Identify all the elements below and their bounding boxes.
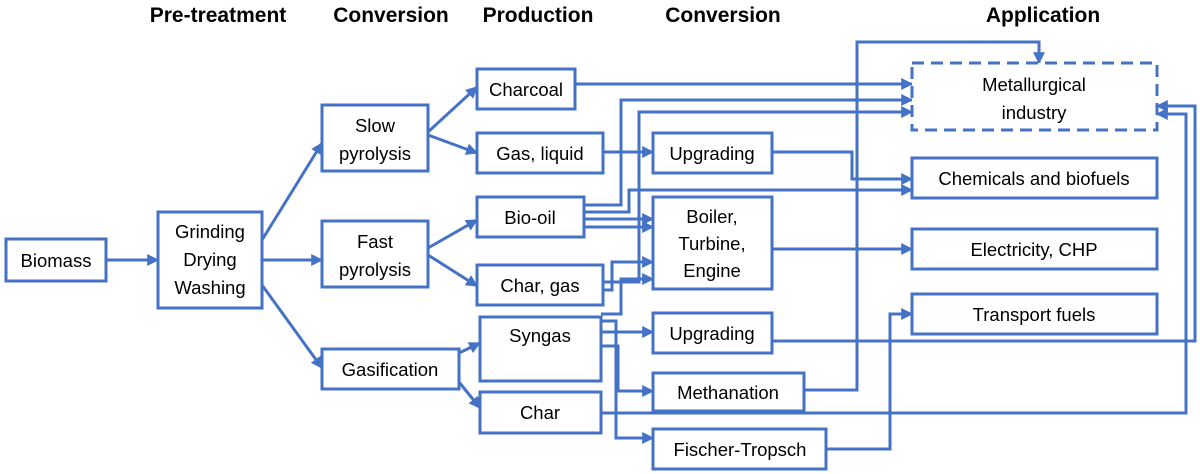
svg-text:Charcoal: Charcoal: [489, 79, 563, 100]
svg-text:Boiler,: Boiler,: [686, 206, 737, 227]
svg-text:industry: industry: [1002, 102, 1068, 123]
header-conversion-2: Conversion: [665, 4, 781, 27]
node-upgrading-2: Upgrading: [651, 311, 774, 355]
svg-text:Washing: Washing: [174, 277, 245, 298]
node-charcoal: Charcoal: [475, 67, 577, 111]
svg-text:Fast: Fast: [357, 231, 393, 252]
svg-text:Char: Char: [520, 402, 560, 423]
node-gasification: Gasification: [320, 347, 461, 391]
connector-lines: [106, 40, 1197, 451]
svg-text:Upgrading: Upgrading: [669, 323, 754, 344]
node-char-gas: Char, gas: [475, 263, 605, 307]
svg-text:Syngas: Syngas: [509, 325, 571, 346]
node-slow-pyrolysis: Slow pyrolysis: [320, 103, 430, 173]
node-syngas: Syngas: [478, 315, 603, 383]
node-pretreatment: Grinding Drying Washing: [156, 210, 264, 310]
svg-text:Electricity, CHP: Electricity, CHP: [970, 239, 1097, 260]
node-bio-oil: Bio-oil: [475, 195, 586, 239]
svg-text:Chemicals and biofuels: Chemicals and biofuels: [938, 168, 1129, 189]
svg-text:Grinding: Grinding: [175, 221, 245, 242]
node-gas-liquid: Gas, liquid: [475, 131, 605, 175]
node-char: Char: [478, 390, 603, 435]
svg-text:Drying: Drying: [183, 249, 236, 270]
node-boiler-turbine-engine: Boiler, Turbine, Engine: [651, 195, 774, 291]
svg-text:Turbine,: Turbine,: [678, 233, 745, 254]
node-electricity-chp: Electricity, CHP: [910, 227, 1159, 271]
svg-text:Transport fuels: Transport fuels: [973, 304, 1096, 325]
header-application: Application: [986, 4, 1100, 27]
svg-text:Slow: Slow: [355, 115, 396, 136]
svg-text:Gasification: Gasification: [342, 359, 439, 380]
svg-text:Gas, liquid: Gas, liquid: [496, 143, 583, 164]
node-fischer-tropsch: Fischer-Tropsch: [651, 427, 828, 471]
node-biomass: Biomass: [4, 237, 108, 283]
svg-text:pyrolysis: pyrolysis: [339, 259, 411, 280]
svg-text:Engine: Engine: [683, 260, 741, 281]
svg-text:Fischer-Tropsch: Fischer-Tropsch: [674, 439, 807, 460]
svg-text:Bio-oil: Bio-oil: [504, 207, 555, 228]
svg-text:Metallurgical: Metallurgical: [982, 74, 1086, 95]
header-production: Production: [483, 4, 594, 27]
header-pretreatment: Pre-treatment: [150, 4, 287, 27]
svg-text:Methanation: Methanation: [677, 382, 779, 403]
node-fast-pyrolysis: Fast pyrolysis: [320, 219, 430, 289]
node-methanation: Methanation: [651, 371, 806, 413]
svg-text:Char, gas: Char, gas: [500, 275, 579, 296]
node-upgrading-1: Upgrading: [651, 131, 774, 175]
header-conversion-1: Conversion: [333, 4, 449, 27]
node-transport-fuels: Transport fuels: [910, 292, 1159, 336]
node-metallurgical-industry: Metallurgical industry: [910, 61, 1159, 132]
node-chemicals-biofuels: Chemicals and biofuels: [910, 156, 1159, 200]
svg-text:Upgrading: Upgrading: [669, 143, 754, 164]
svg-text:Biomass: Biomass: [21, 250, 92, 271]
svg-text:pyrolysis: pyrolysis: [339, 143, 411, 164]
